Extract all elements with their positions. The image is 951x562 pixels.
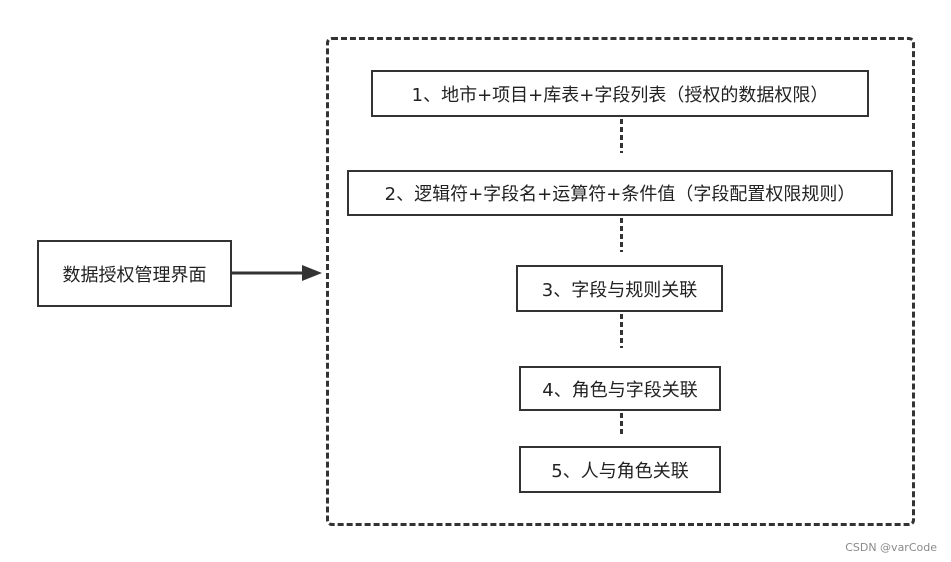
step-1-label: 1、地市+项目+库表+字段列表（授权的数据权限） [411,84,829,106]
steps-group [326,37,915,526]
arrow-connector [232,265,322,281]
step-connector-2-3 [620,218,623,252]
step-5: 5、人与角色关联 [519,446,721,493]
step-4: 4、角色与字段关联 [519,366,721,411]
step-connector-4-5 [620,413,623,437]
step-2: 2、逻辑符+字段名+运算符+条件值（字段配置权限规则） [347,170,893,216]
step-2-label: 2、逻辑符+字段名+运算符+条件值（字段配置权限规则） [384,184,856,205]
source-node-label: 数据授权管理界面 [62,264,207,286]
step-5-label: 5、人与角色关联 [551,460,689,482]
step-3: 3、字段与规则关联 [516,265,723,312]
source-node: 数据授权管理界面 [37,240,232,307]
watermark: CSDN @varCode [845,541,937,554]
step-1: 1、地市+项目+库表+字段列表（授权的数据权限） [371,70,869,117]
step-connector-3-4 [620,314,623,348]
step-4-label: 4、角色与字段关联 [542,379,698,401]
arrow-head-icon [302,265,322,281]
step-connector-1-2 [620,119,623,153]
step-3-label: 3、字段与规则关联 [541,279,698,301]
